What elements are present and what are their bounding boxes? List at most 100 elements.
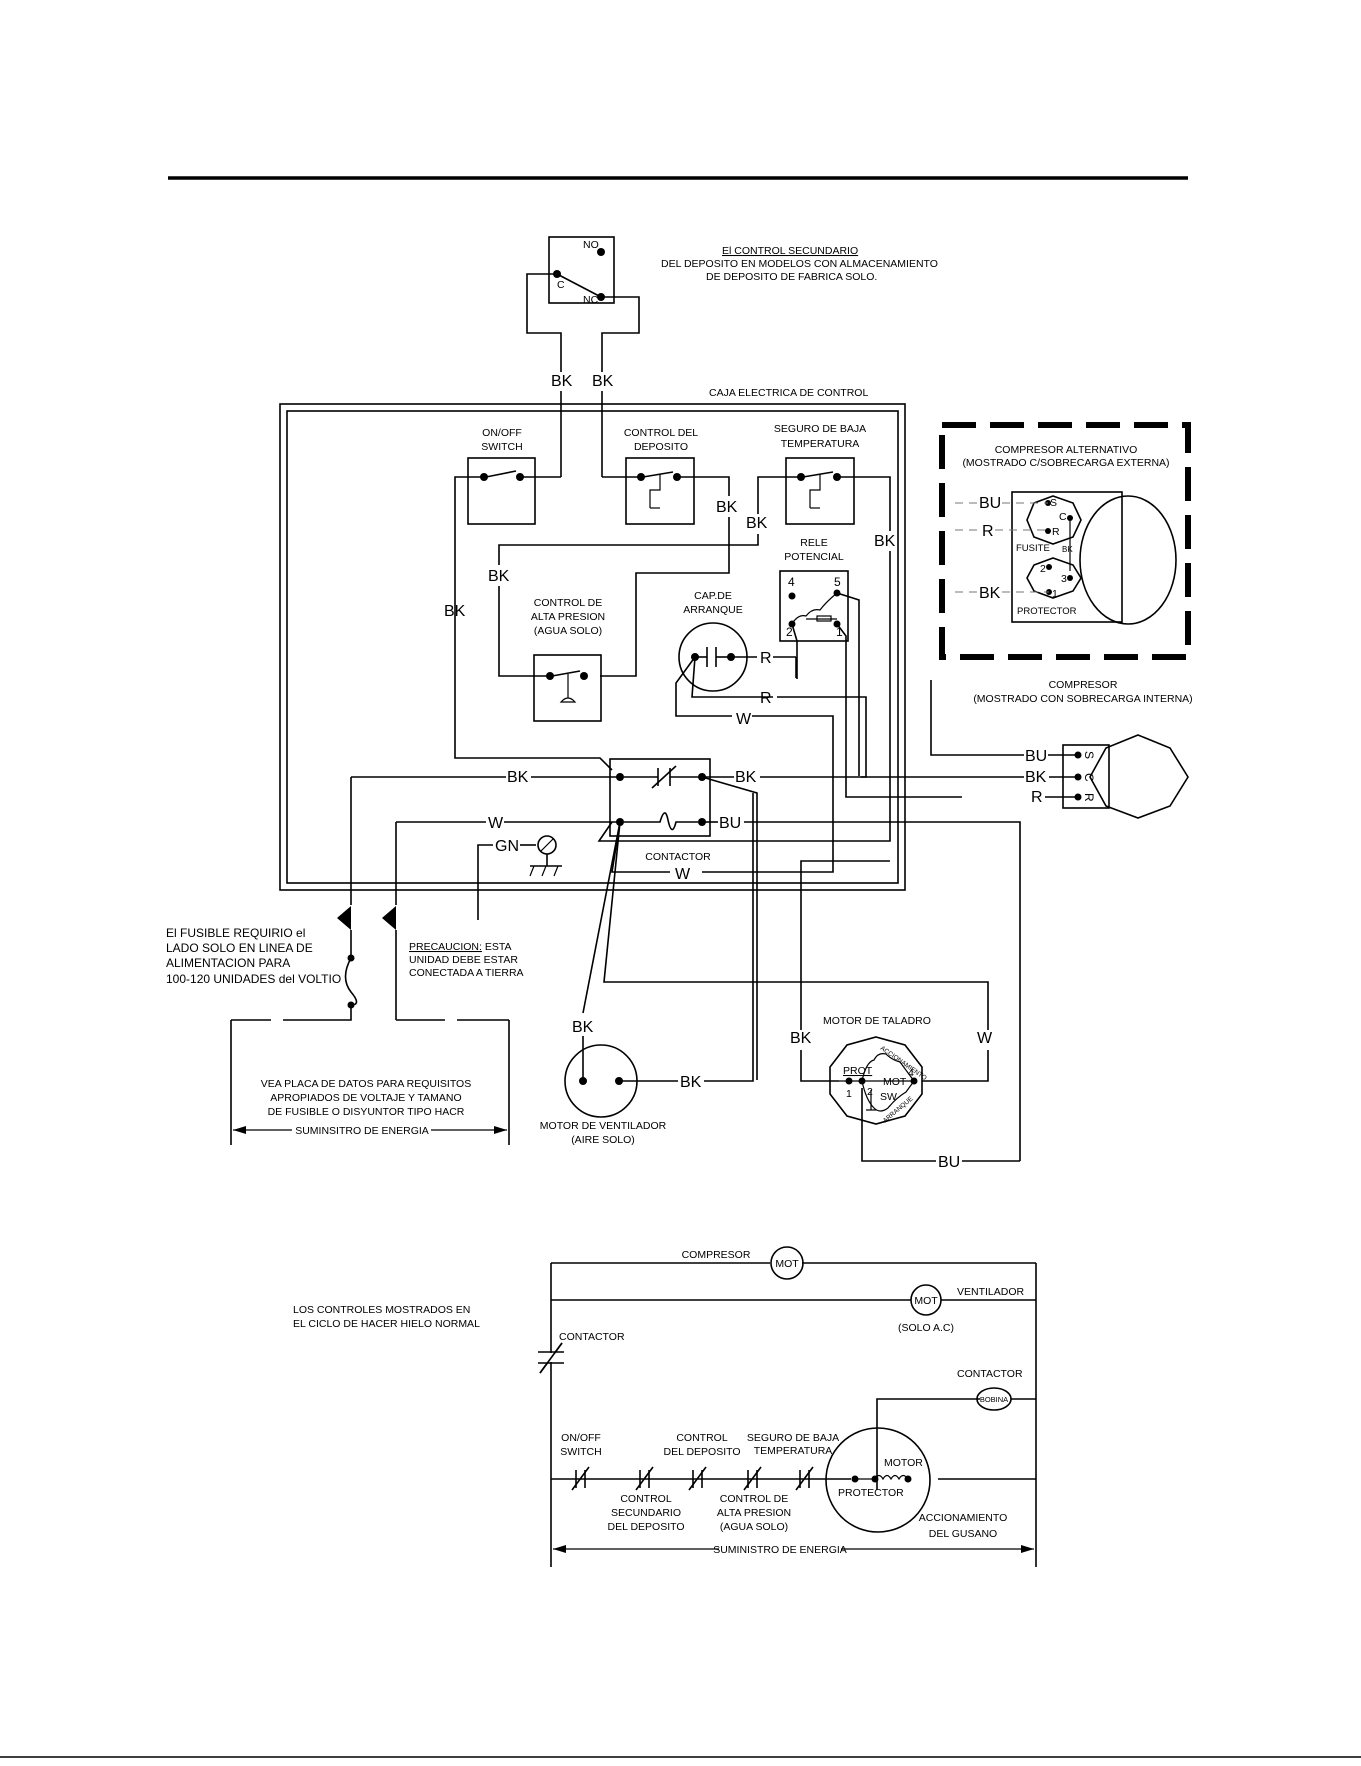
contactor-label: CONTACTOR	[645, 851, 711, 863]
low-temp-safety: SEGURO DE BAJA TEMPERATURA	[757, 423, 891, 531]
fan-motor-label-2: (AIRE SOLO)	[571, 1134, 635, 1146]
wire-label-r: R	[760, 650, 772, 667]
compressor-terminal-c: C	[1082, 773, 1096, 782]
drill-terminal-2: 2	[867, 1086, 873, 1098]
ladder-lowtemp-1: SEGURO DE BAJA	[747, 1432, 839, 1444]
ladder-secondary-3: DEL DEPOSITO	[607, 1521, 684, 1533]
wire-label-r: R	[760, 690, 772, 707]
high-pressure-label-2: ALTA PRESION	[531, 611, 605, 623]
secondary-note-line1: El CONTROL SECUNDARIO	[722, 245, 858, 257]
compressor-alt-title-2: (MOSTRADO C/SOBRECARGA EXTERNA)	[962, 457, 1169, 469]
ladder-highpressure-1: CONTROL DE	[720, 1493, 788, 1505]
ladder-coil-label: BOBINA	[980, 1395, 1008, 1404]
drill-mot-label: MOT	[883, 1076, 907, 1088]
wire-label-r: R	[1031, 789, 1043, 806]
relay-label-2: POTENCIAL	[784, 551, 844, 563]
compressor-terminal-r: R	[1082, 793, 1096, 802]
ladder-auger-2: DEL GUSANO	[929, 1528, 997, 1540]
wire-label-r: R	[982, 523, 994, 540]
bin-control-label-2: DEPOSITO	[634, 441, 688, 453]
compressor-terminal-s: S	[1082, 751, 1096, 759]
ladder-protector-label: PROTECTOR	[838, 1487, 904, 1499]
onoff-switch: ON/OFF SWITCH	[454, 427, 613, 771]
wire-label-bk: BK	[444, 603, 466, 620]
bin-control: CONTROL DEL DEPOSITO	[602, 427, 730, 525]
compressor-alt-title-1: COMPRESOR ALTERNATIVO	[995, 444, 1138, 456]
relay-label-1: RELE	[800, 537, 827, 549]
drill-motor: MOTOR DE TALADRO PROT 1 2 SW MOT 4 ACCIO…	[823, 1015, 931, 1125]
drill-motor-label: MOTOR DE TALADRO	[823, 1015, 931, 1027]
fusite-terminal-c: C	[1059, 511, 1067, 523]
wire-label-bk: BK	[680, 1074, 702, 1091]
wire-label-bk: BK	[488, 568, 510, 585]
ladder-switches	[571, 1466, 814, 1491]
ladder-bin-2: DEL DEPOSITO	[663, 1446, 740, 1458]
start-capacitor: CAP.DE ARRANQUE	[675, 590, 773, 717]
wire-label-bk: BK	[735, 769, 757, 786]
wire-label-bk: BK	[572, 1019, 594, 1036]
drill-prot-label: PROT	[843, 1065, 873, 1077]
ladder-auger-1: ACCIONAMIENTO	[919, 1512, 1007, 1524]
secondary-note-line2: DEL DEPOSITO EN MODELOS CON ALMACENAMIEN…	[661, 258, 938, 270]
wire-label-bk: BK	[716, 499, 738, 516]
ladder-lowtemp-2: TEMPERATURA	[754, 1445, 833, 1457]
fuse-note-1: El FUSIBLE REQUIRIO el	[166, 926, 305, 940]
ground-connection: GN	[477, 835, 562, 920]
relay-terminal-5: 5	[834, 575, 841, 589]
fusite-label: FUSITE	[1016, 543, 1050, 554]
drill-terminal-1: 1	[846, 1088, 852, 1100]
power-note-3: DE FUSIBLE O DISYUNTOR TIPO HACR	[268, 1106, 465, 1118]
wire-label-bu: BU	[1025, 748, 1047, 765]
secondary-note-line3: DE DEPOSITO DE FABRICA SOLO.	[706, 271, 877, 283]
caution-head: PRECAUCION:	[409, 941, 482, 953]
protector-terminal-2: 2	[1040, 563, 1046, 575]
wire-label-bk: BK	[790, 1030, 812, 1047]
fan-motor: MOTOR DE VENTILADOR (AIRE SOLO)	[540, 1036, 678, 1146]
ladder-note-1: LOS CONTROLES MOSTRADOS EN	[293, 1304, 470, 1316]
fusite-bk-label: BK	[1062, 545, 1073, 554]
switch-nc-label: NC	[583, 294, 599, 306]
wire-label-w: W	[488, 815, 504, 832]
onoff-label-1: ON/OFF	[482, 427, 522, 439]
ladder-supply-label: SUMINISTRO DE ENERGIA	[713, 1544, 847, 1556]
ladder-compressor-label: COMPRESOR	[682, 1249, 751, 1261]
protector-terminal-3: 3	[1061, 573, 1067, 585]
ladder-secondary-1: CONTROL	[620, 1493, 671, 1505]
wire-label-bk: BK	[979, 585, 1001, 602]
wire-label-bk: BK	[874, 533, 896, 550]
secondary-bin-switch: NO C NC	[526, 236, 640, 372]
power-supply-section: SUMINSITRO DE ENERGIA VEA PLACA DE DATOS…	[230, 906, 510, 1145]
fuse-note-2: LADO SOLO EN LINEA DE	[166, 941, 313, 955]
fusite-terminal-s: S	[1050, 497, 1057, 509]
caution-note-3: CONECTADA A TIERRA	[409, 967, 524, 979]
high-pressure-label-1: CONTROL DE	[534, 597, 602, 609]
drill-terminal-4: 4	[908, 1067, 914, 1079]
low-temp-label-2: TEMPERATURA	[781, 438, 860, 450]
control-box-title: CAJA ELECTRICA DE CONTROL	[709, 387, 868, 399]
fan-motor-label-1: MOTOR DE VENTILADOR	[540, 1120, 667, 1132]
wire-label-bu: BU	[719, 815, 741, 832]
high-pressure-label-3: (AGUA SOLO)	[534, 625, 602, 637]
compressor-int-title-1: COMPRESOR	[1049, 679, 1118, 691]
compressor-internal: COMPRESOR (MOSTRADO CON SOBRECARGA INTER…	[973, 679, 1193, 819]
start-cap-label-1: CAP.DE	[694, 590, 732, 602]
relay-terminal-2: 2	[786, 625, 793, 639]
compressor-int-title-2: (MOSTRADO CON SOBRECARGA INTERNA)	[973, 693, 1192, 705]
wire-label-w: W	[736, 711, 752, 728]
ladder-coil-title: CONTACTOR	[957, 1368, 1023, 1380]
power-supply-label: SUMINSITRO DE ENERGIA	[295, 1125, 429, 1137]
ladder-onoff-1: ON/OFF	[561, 1432, 601, 1444]
wire-label-bk: BK	[746, 515, 768, 532]
start-cap-label-2: ARRANQUE	[683, 604, 743, 616]
wire-label-w: W	[675, 866, 691, 883]
caution-line1: ESTA	[482, 941, 512, 953]
ladder-compressor-mot: MOT	[775, 1258, 799, 1270]
wire-label-gn: GN	[495, 838, 519, 855]
ladder-fan-note: (SOLO A.C)	[898, 1322, 954, 1334]
fuse-note-4: 100-120 UNIDADES del VOLTIO	[166, 972, 341, 986]
protector-label: PROTECTOR	[1017, 606, 1077, 617]
onoff-label-2: SWITCH	[481, 441, 522, 453]
power-note-2: APROPIADOS DE VOLTAJE Y TAMANO	[270, 1092, 461, 1104]
